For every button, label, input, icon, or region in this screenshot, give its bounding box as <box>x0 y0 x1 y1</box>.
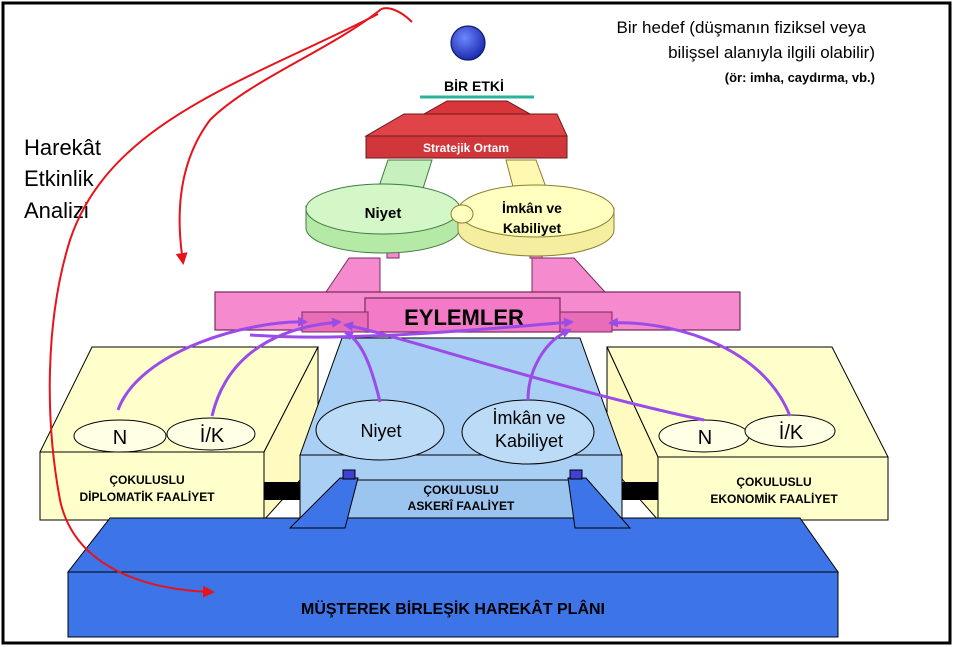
economic-title-2: EKONOMİK FAALİYET <box>710 491 838 506</box>
economic-n-label: N <box>698 427 712 449</box>
diplomatic-n-ellipse <box>73 419 167 453</box>
economic-block: N İ/K ÇOKULUSLU EKONOMİK FAALİYET <box>606 346 889 522</box>
plan-arrow-left-tab <box>342 469 356 480</box>
strategic-environment-label: Stratejik Ortam <box>423 141 509 155</box>
target: Bir hedef (düşmanın fiziksel veya bilişs… <box>450 18 875 85</box>
red-arrow-upper <box>175 7 413 265</box>
purple-arrow-dip-ik <box>210 317 342 417</box>
purple-arrow-eco-n <box>343 321 705 422</box>
purple-arrow-cross <box>249 317 574 339</box>
plan-front <box>67 571 839 638</box>
military-capability-label-1: İmkân ve <box>492 408 565 428</box>
effect-roof: BİR ETKİ Stratejik Ortam <box>364 78 568 159</box>
capability-label-1: İmkân ve <box>502 200 562 216</box>
strategic-environment-box <box>365 135 568 159</box>
intent-label: Niyet <box>365 205 402 222</box>
diplomatic-front <box>39 451 265 521</box>
economic-front <box>657 456 889 521</box>
plan-base: MÜŞTEREK BİRLEŞİK HAREKÂT PLÂNI <box>66 517 839 638</box>
diplomatic-title-1: ÇOKULUSLU <box>109 473 184 487</box>
economic-ik-label: İ/K <box>779 421 804 444</box>
overlap-ellipse <box>450 204 474 224</box>
diplomatic-title-2: DİPLOMATİK FAALİYET <box>79 489 215 504</box>
upper-ellipses: Niyet İmkân ve Kabiliyet <box>305 183 615 257</box>
plan-up-arrows <box>288 469 632 529</box>
target-ball-icon <box>450 25 486 61</box>
military-capability-label-2: Kabiliyet <box>495 431 563 451</box>
purple-arrow-dip-n <box>116 316 308 411</box>
capability-label-2: Kabiliyet <box>503 220 562 236</box>
purple-arrows <box>116 316 792 422</box>
economic-title-1: ÇOKULUSLU <box>736 475 811 489</box>
analysis-label: Harekât Etkinlik Analizi <box>24 135 101 223</box>
red-arrow-lower <box>48 13 379 598</box>
red-arrows <box>48 7 413 598</box>
target-line-2: bilişsel alanıyla ilgili olabilir) <box>668 43 875 62</box>
purple-arrow-mil-intent <box>343 330 382 403</box>
plan-label: MÜŞTEREK BİRLEŞİK HAREKÂT PLÂNI <box>301 599 605 618</box>
analysis-line-2: Etkinlik <box>24 166 95 191</box>
military-title-2: ASKERÎ FAALİYET <box>408 498 515 513</box>
diplomatic-ik-label: İ/K <box>200 424 225 447</box>
diplomatic-n-label: N <box>113 427 127 449</box>
actions-label: EYLEMLER <box>404 305 524 330</box>
purple-arrow-eco-ik <box>608 317 792 417</box>
target-line-1: Bir hedef (düşmanın fiziksel veya <box>617 18 867 37</box>
diplomatic-block: N İ/K ÇOKULUSLU DİPLOMATİK FAALİYET <box>39 346 319 522</box>
plan-arrow-right-tab <box>569 469 583 480</box>
military-intent-label: Niyet <box>360 421 401 441</box>
roof-peak <box>422 100 532 115</box>
connector-right <box>622 482 658 500</box>
military-title-1: ÇOKULUSLU <box>423 483 498 497</box>
effect-label: BİR ETKİ <box>444 78 504 94</box>
purple-arrow-mil-capability <box>526 328 572 401</box>
plan-arrow-right <box>567 477 632 529</box>
target-line-3: (ör: imha, caydırma, vb.) <box>725 70 875 85</box>
diplomatic-ik-ellipse <box>166 417 256 451</box>
connector-left <box>264 482 300 500</box>
analysis-line-1: Harekât <box>24 135 101 160</box>
plan-arrow-left <box>288 477 359 529</box>
plan-top <box>66 517 839 573</box>
